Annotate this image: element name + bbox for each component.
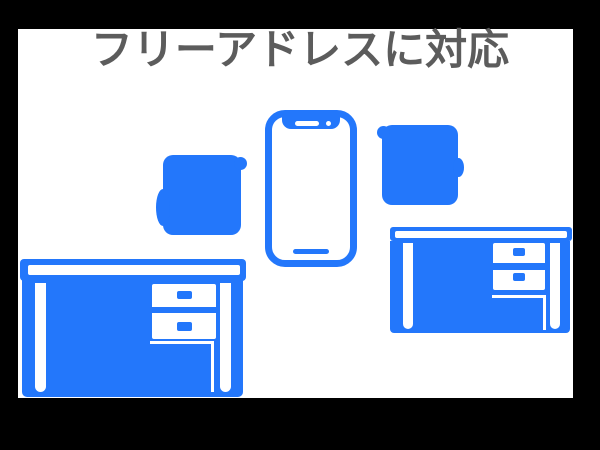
drawer-outline-horizontal — [150, 341, 213, 344]
desk-left-leg-slot — [403, 243, 413, 329]
drawer-outline-vertical — [543, 295, 546, 330]
desk-right-leg-slot — [220, 283, 231, 392]
phone-notch — [282, 117, 340, 129]
curved-arrow-right-icon — [377, 125, 464, 205]
phone-home-indicator — [293, 249, 329, 254]
curved-arrow-left-icon — [156, 155, 247, 235]
page-title: フリーアドレスに対応 — [90, 25, 510, 74]
drawer-outline-horizontal — [492, 295, 545, 298]
drawer-handle-bottom — [177, 322, 192, 331]
desk-right-icon — [390, 227, 572, 333]
desk-body — [22, 280, 243, 397]
drawer-handle-bottom — [513, 273, 525, 281]
drawer-divider — [493, 263, 545, 270]
phone-camera-dot — [326, 121, 331, 126]
phone-speaker-slot — [295, 121, 319, 126]
drawer-handle-top — [513, 248, 525, 256]
arrow-tail-knob — [377, 126, 390, 139]
arrow-tail-knob — [234, 157, 247, 170]
desk-tabletop — [20, 259, 246, 281]
smartphone-icon — [265, 110, 357, 267]
desk-left-icon — [20, 259, 246, 397]
drawer-divider — [152, 307, 216, 313]
desk-left-leg-slot — [35, 283, 46, 392]
arrow-head — [453, 158, 464, 177]
drawer-handle-top — [177, 291, 192, 299]
desk-drawer-unit — [493, 243, 545, 290]
desk-right-leg-slot — [550, 243, 560, 329]
desk-drawer-unit — [152, 284, 216, 339]
drawer-outline-vertical — [211, 341, 214, 392]
desk-body — [390, 241, 570, 333]
desk-tabletop-stripe — [395, 231, 567, 238]
desk-tabletop-stripe — [28, 265, 240, 275]
arrow-head — [156, 189, 170, 226]
desk-tabletop — [390, 227, 572, 241]
